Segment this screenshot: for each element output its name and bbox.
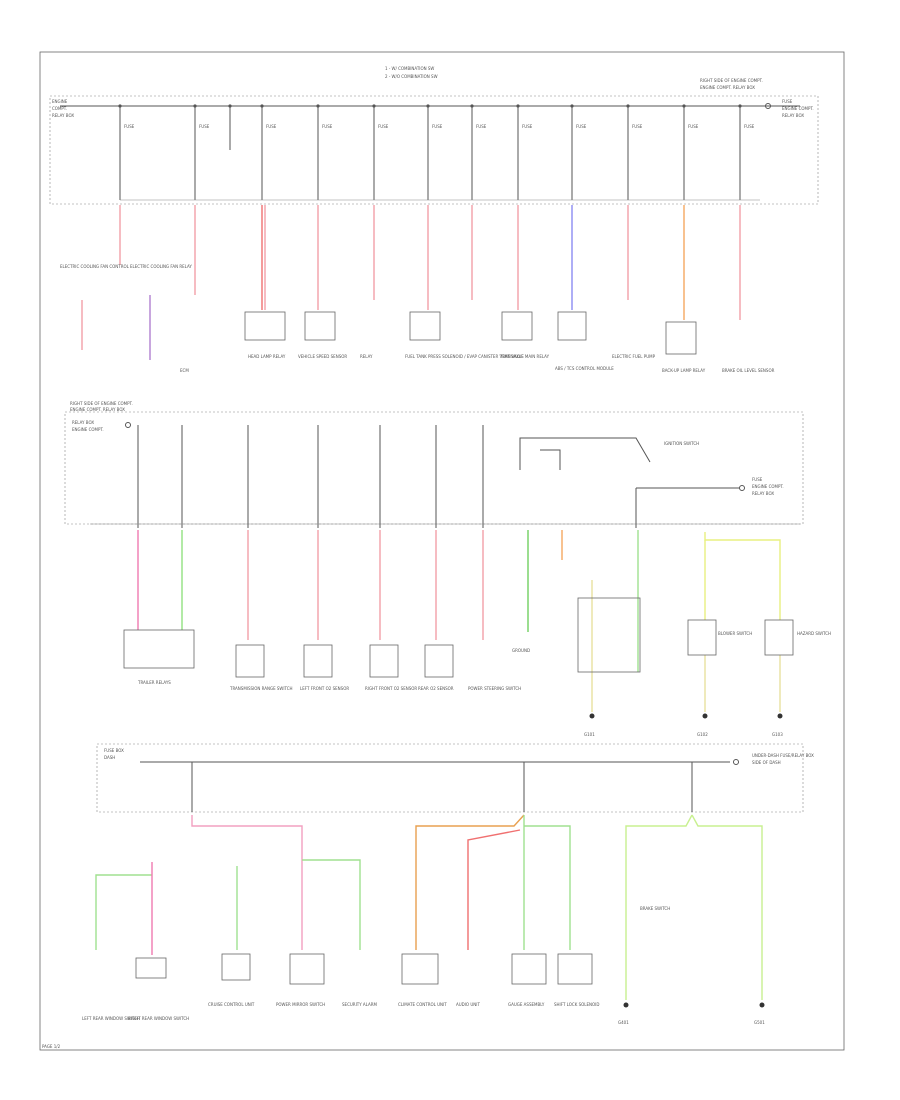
svg-text:ELECTRIC COOLING FAN CONTROL: ELECTRIC COOLING FAN CONTROL bbox=[60, 264, 130, 269]
svg-text:UNDER-DASH FUSE/RELAY BOX: UNDER-DASH FUSE/RELAY BOX bbox=[752, 753, 814, 758]
svg-text:ENGINE: ENGINE bbox=[52, 99, 68, 104]
svg-text:FUSE: FUSE bbox=[476, 124, 487, 129]
svg-text:FUSE: FUSE bbox=[199, 124, 210, 129]
section-2-connectors bbox=[123, 597, 794, 678]
svg-text:FUSE: FUSE bbox=[744, 124, 755, 129]
svg-text:BRAKE SWITCH: BRAKE SWITCH bbox=[640, 906, 670, 911]
svg-text:FUSE: FUSE bbox=[322, 124, 333, 129]
svg-text:RIGHT FRONT O2 SENSOR: RIGHT FRONT O2 SENSOR bbox=[365, 686, 417, 691]
svg-text:POWER MIRROR SWITCH: POWER MIRROR SWITCH bbox=[276, 1002, 325, 1007]
svg-text:FUSE: FUSE bbox=[124, 124, 135, 129]
svg-text:ENGINE COMPT.: ENGINE COMPT. bbox=[752, 484, 784, 489]
svg-text:DASH: DASH bbox=[104, 755, 115, 760]
svg-text:RIGHT SIDE OF ENGINE COMPT.: RIGHT SIDE OF ENGINE COMPT. bbox=[70, 401, 133, 406]
svg-text:ENGINE COMPT. RELAY BOX: ENGINE COMPT. RELAY BOX bbox=[70, 407, 125, 412]
svg-text:AUDIO UNIT: AUDIO UNIT bbox=[456, 1002, 480, 1007]
svg-text:HEAD LAMP RELAY: HEAD LAMP RELAY bbox=[248, 354, 286, 359]
svg-text:RELAY BOX: RELAY BOX bbox=[752, 491, 774, 496]
svg-text:LEFT REAR WINDOW SWITCH: LEFT REAR WINDOW SWITCH bbox=[82, 1016, 140, 1021]
svg-text:FUSE: FUSE bbox=[266, 124, 277, 129]
svg-text:G103: G103 bbox=[772, 732, 783, 737]
svg-text:ENGINE COMPT.: ENGINE COMPT. bbox=[782, 106, 814, 111]
svg-text:ABS / TCS CONTROL MODULE: ABS / TCS CONTROL MODULE bbox=[555, 366, 614, 371]
header-line-1: 1 - W/ COMBINATION SW bbox=[385, 66, 434, 71]
svg-text:FUSE: FUSE bbox=[432, 124, 443, 129]
svg-text:LEFT FRONT O2 SENSOR: LEFT FRONT O2 SENSOR bbox=[300, 686, 349, 691]
top-right-label-1: RIGHT SIDE OF ENGINE COMPT. bbox=[700, 78, 763, 83]
section-3-wires bbox=[95, 814, 763, 1000]
svg-text:ELECTRIC COOLING FAN RELAY: ELECTRIC COOLING FAN RELAY bbox=[130, 264, 192, 269]
svg-text:SECURITY ALARM: SECURITY ALARM bbox=[342, 1002, 377, 1007]
svg-text:CLIMATE CONTROL UNIT: CLIMATE CONTROL UNIT bbox=[398, 1002, 447, 1007]
diagram-frame bbox=[39, 51, 845, 1051]
svg-text:FUSE: FUSE bbox=[576, 124, 587, 129]
svg-text:FUSE: FUSE bbox=[378, 124, 389, 129]
section-1-component-labels: ELECTRIC COOLING FAN CONTROL ELECTRIC CO… bbox=[60, 264, 775, 373]
svg-text:TRAILER RELAYS: TRAILER RELAYS bbox=[137, 680, 171, 685]
svg-text:FUSE: FUSE bbox=[782, 99, 793, 104]
svg-text:ECM: ECM bbox=[180, 368, 189, 373]
svg-text:IGNITION SWITCH: IGNITION SWITCH bbox=[664, 441, 699, 446]
svg-text:GROUND: GROUND bbox=[512, 648, 530, 653]
svg-text:TRANSAXLE MAIN RELAY: TRANSAXLE MAIN RELAY bbox=[499, 354, 550, 359]
svg-text:RELAY BOX: RELAY BOX bbox=[52, 113, 74, 118]
svg-text:G401: G401 bbox=[618, 1020, 629, 1025]
svg-text:G501: G501 bbox=[754, 1020, 765, 1025]
svg-text:FUSE BOX: FUSE BOX bbox=[104, 748, 124, 753]
svg-text:FUSE: FUSE bbox=[522, 124, 533, 129]
svg-text:POWER STEERING SWITCH: POWER STEERING SWITCH bbox=[468, 686, 521, 691]
svg-text:BRAKE OIL LEVEL SENSOR: BRAKE OIL LEVEL SENSOR bbox=[722, 368, 775, 373]
svg-text:RIGHT REAR WINDOW SWITCH: RIGHT REAR WINDOW SWITCH bbox=[128, 1016, 189, 1021]
svg-text:BACK-UP LAMP RELAY: BACK-UP LAMP RELAY bbox=[662, 368, 706, 373]
svg-text:FUEL TANK PRESS SOLENOID / EVA: FUEL TANK PRESS SOLENOID / EVAP CANISTER… bbox=[405, 354, 524, 359]
page-number: PAGE 1/2 bbox=[42, 1044, 61, 1049]
svg-text:RELAY BOX: RELAY BOX bbox=[782, 113, 804, 118]
svg-text:G101: G101 bbox=[584, 732, 595, 737]
svg-text:FUSE: FUSE bbox=[752, 477, 763, 482]
svg-text:CRUISE CONTROL UNIT: CRUISE CONTROL UNIT bbox=[208, 1002, 255, 1007]
svg-text:ENGINE COMPT.: ENGINE COMPT. bbox=[72, 427, 104, 432]
svg-text:G102: G102 bbox=[697, 732, 708, 737]
section-1-engine-relay-box: ENGINE COMPT. RELAY BOX FUSE ENGINE COMP… bbox=[49, 95, 819, 205]
section-2-wires bbox=[137, 530, 781, 712]
svg-text:RELAY BOX: RELAY BOX bbox=[72, 420, 94, 425]
svg-text:FUSE: FUSE bbox=[632, 124, 643, 129]
svg-text:VEHICLE SPEED SENSOR: VEHICLE SPEED SENSOR bbox=[298, 354, 347, 359]
svg-text:BLOWER SWITCH: BLOWER SWITCH bbox=[718, 631, 752, 636]
svg-text:GAUGE ASSEMBLY: GAUGE ASSEMBLY bbox=[508, 1002, 545, 1007]
section-1-connectors bbox=[244, 311, 697, 355]
svg-text:REAR O2 SENSOR: REAR O2 SENSOR bbox=[418, 686, 454, 691]
section-3-grounds bbox=[623, 1002, 765, 1008]
svg-text:COMPT.: COMPT. bbox=[52, 106, 67, 111]
section-2-grounds bbox=[589, 713, 783, 719]
section-1-wires bbox=[81, 205, 741, 360]
header-line-2: 2 - W/O COMBINATION SW bbox=[385, 74, 438, 79]
section-2-component-labels: TRAILER RELAYS TRANSMISSION RANGE SWITCH… bbox=[137, 631, 831, 737]
section-3-connectors bbox=[135, 953, 593, 985]
section-3-dash-fuse-box: FUSE BOX DASH UNDER-DASH FUSE/RELAY BOX … bbox=[96, 743, 814, 813]
svg-text:FUSE: FUSE bbox=[688, 124, 699, 129]
svg-text:TRANSMISSION RANGE SWITCH: TRANSMISSION RANGE SWITCH bbox=[229, 686, 293, 691]
top-right-label-2: ENGINE COMPT. RELAY BOX bbox=[700, 85, 755, 90]
svg-text:SHIFT LOCK SOLENOID: SHIFT LOCK SOLENOID bbox=[554, 1002, 599, 1007]
section-3-component-labels: LEFT REAR WINDOW SWITCH RIGHT REAR WINDO… bbox=[82, 906, 765, 1025]
svg-text:RELAY: RELAY bbox=[360, 354, 373, 359]
svg-text:HAZARD SWITCH: HAZARD SWITCH bbox=[797, 631, 831, 636]
svg-text:SIDE OF DASH: SIDE OF DASH bbox=[752, 760, 781, 765]
section-2-engine-relay-box: RIGHT SIDE OF ENGINE COMPT. ENGINE COMPT… bbox=[64, 401, 804, 528]
svg-text:ELECTRIC FUEL PUMP: ELECTRIC FUEL PUMP bbox=[612, 354, 656, 359]
